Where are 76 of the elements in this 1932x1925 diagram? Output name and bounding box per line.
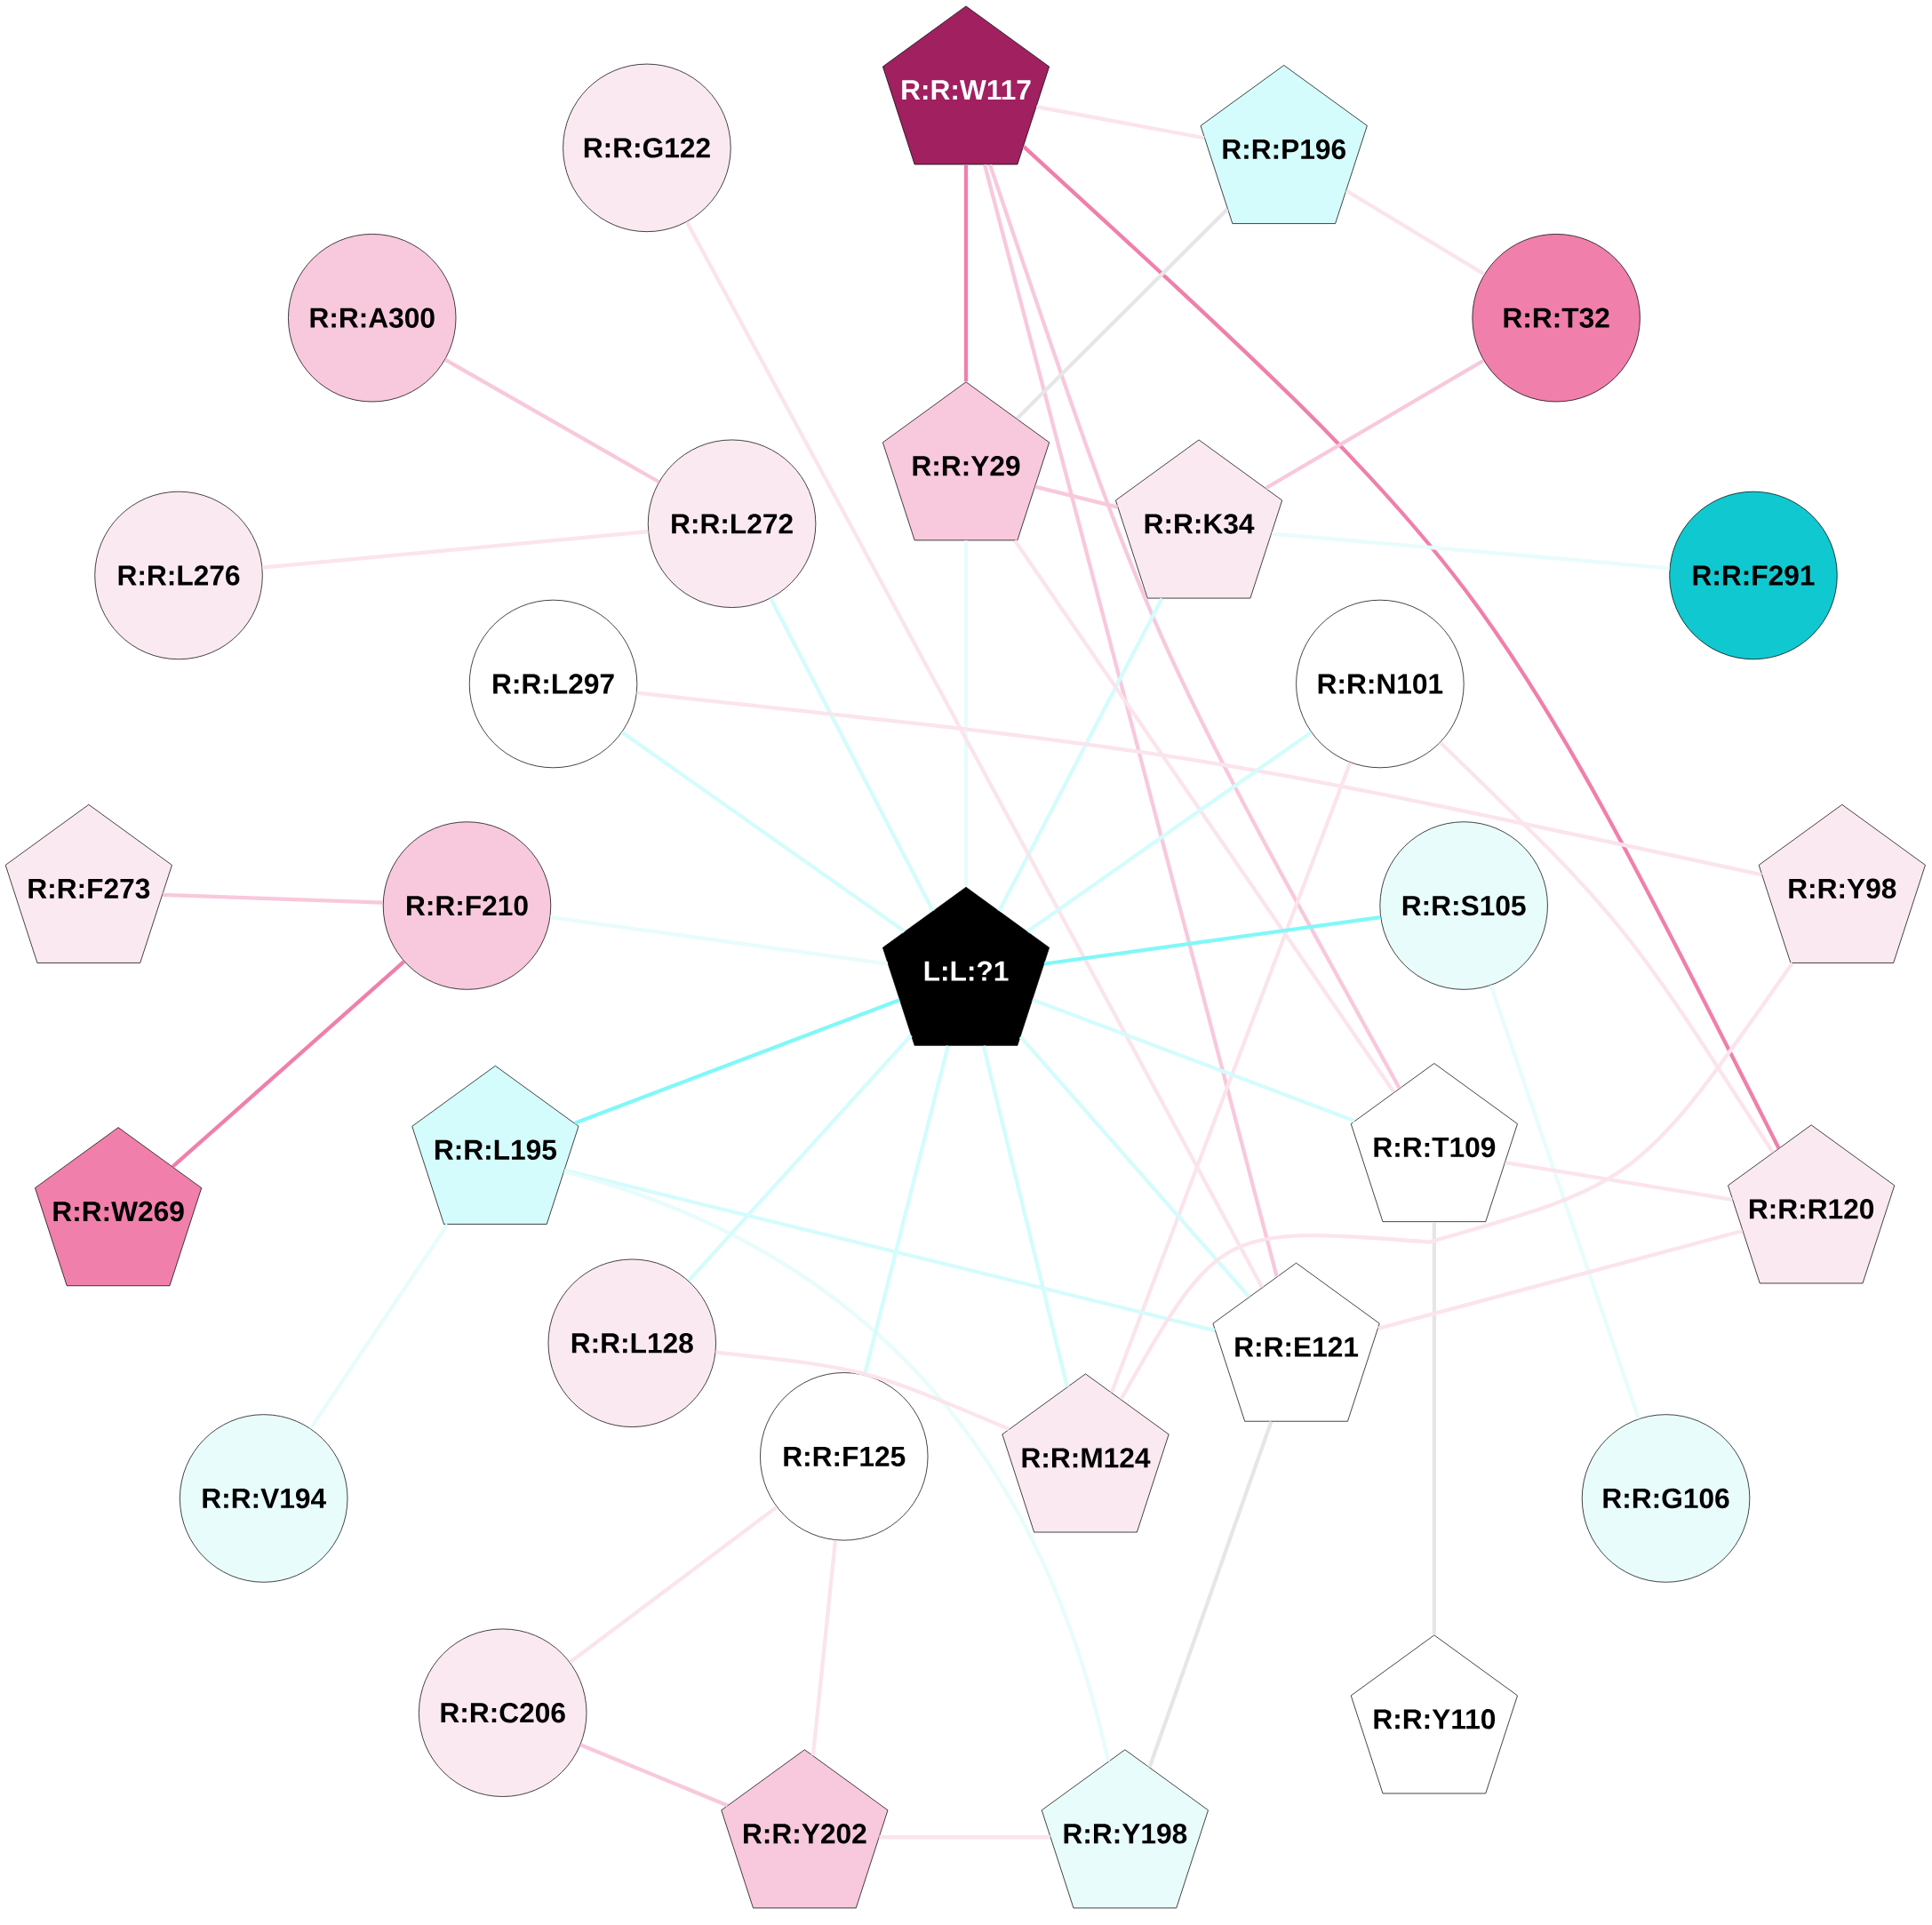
edge-line	[1109, 762, 1353, 1394]
edge-line	[620, 731, 906, 933]
edge-line	[563, 1169, 1216, 1333]
edge-line	[579, 1743, 729, 1808]
edge-line	[981, 1045, 1069, 1388]
pentagon-node: R:R:K34	[1115, 439, 1283, 599]
edge-line	[563, 1170, 1111, 1762]
pentagon-node: R:R:Y202	[721, 1749, 889, 1909]
circle-node: R:R:T32	[1472, 234, 1641, 403]
edge-line	[574, 998, 900, 1125]
circle-node: R:R:C206	[419, 1628, 587, 1798]
edge-line	[1119, 962, 1794, 1401]
circle-node: R:R:G122	[563, 63, 731, 233]
pentagon-node: R:R:Y110	[1350, 1634, 1518, 1794]
pentagon-node: R:R:W269	[35, 1127, 203, 1287]
edge-line	[172, 960, 406, 1169]
edge-line	[879, 1835, 1050, 1840]
pentagon-node: R:R:W117	[882, 5, 1050, 165]
edge-line	[1265, 358, 1485, 491]
circle-node: R:R:A300	[288, 234, 457, 403]
pentagon-node: R:R:P196	[1200, 65, 1368, 225]
circle-node: R:R:L128	[547, 1258, 716, 1428]
pentagon-node: L:L:?1	[882, 887, 1050, 1046]
edge-line	[1432, 1222, 1436, 1635]
pentagon-node: R:R:E121	[1212, 1262, 1380, 1422]
edge-line	[1043, 915, 1381, 966]
edge-line	[1013, 539, 1396, 1094]
edge-line	[1032, 998, 1355, 1123]
circle-node: R:R:F125	[760, 1372, 929, 1541]
edge-line	[1018, 1035, 1251, 1298]
edge-line	[636, 691, 1762, 877]
circle-node: R:R:L272	[647, 439, 817, 609]
edge-line	[1035, 105, 1205, 140]
edge-line	[1034, 484, 1119, 509]
edge-line	[963, 540, 969, 887]
edge-line	[810, 1539, 838, 1756]
edge-line	[1489, 985, 1641, 1420]
edge-line	[963, 164, 969, 382]
edge-line	[308, 1223, 450, 1430]
edge-line	[715, 1350, 1010, 1432]
pentagon-node: R:R:Y29	[882, 381, 1050, 541]
edge-line	[687, 1034, 913, 1282]
edge-line	[262, 530, 649, 570]
pentagon-node: R:R:M124	[1002, 1373, 1170, 1533]
circle-node: R:R:S105	[1379, 821, 1548, 990]
edge-line	[569, 1506, 778, 1665]
edge-line	[1345, 188, 1486, 276]
circle-node: R:R:N101	[1296, 600, 1465, 769]
circle-node: R:R:V194	[180, 1414, 348, 1583]
circle-node: R:R:L276	[94, 491, 263, 660]
pentagon-node: R:R:T109	[1350, 1063, 1518, 1223]
pentagon-node: R:R:L195	[411, 1066, 579, 1225]
edge-line	[1015, 207, 1229, 420]
edge-line	[549, 915, 889, 966]
pentagon-node: R:R:Y198	[1041, 1749, 1209, 1909]
edge-line	[1026, 731, 1313, 933]
edge-line	[1271, 531, 1670, 571]
edge-line	[443, 358, 660, 484]
edge-line	[162, 892, 383, 905]
edge-line	[1505, 1161, 1733, 1202]
edge-line	[1439, 741, 1775, 1154]
edge-line	[988, 164, 1401, 1090]
pentagon-node: R:R:Y98	[1758, 804, 1926, 963]
edge-line	[1377, 1229, 1744, 1331]
pentagon-node: R:R:R120	[1728, 1124, 1896, 1284]
edge-line	[982, 164, 1279, 1278]
circle-node: R:R:L297	[468, 600, 638, 769]
circle-node: R:R:F291	[1669, 491, 1838, 660]
circle-node: R:R:F210	[382, 821, 552, 990]
edge-line	[1022, 145, 1781, 1150]
circle-node: R:R:G106	[1581, 1414, 1751, 1583]
pentagon-node: R:R:F273	[4, 804, 172, 963]
edge-line	[1147, 1421, 1273, 1769]
edge-line	[769, 597, 935, 913]
edge-line	[997, 597, 1164, 913]
edge-line	[685, 220, 1265, 1289]
